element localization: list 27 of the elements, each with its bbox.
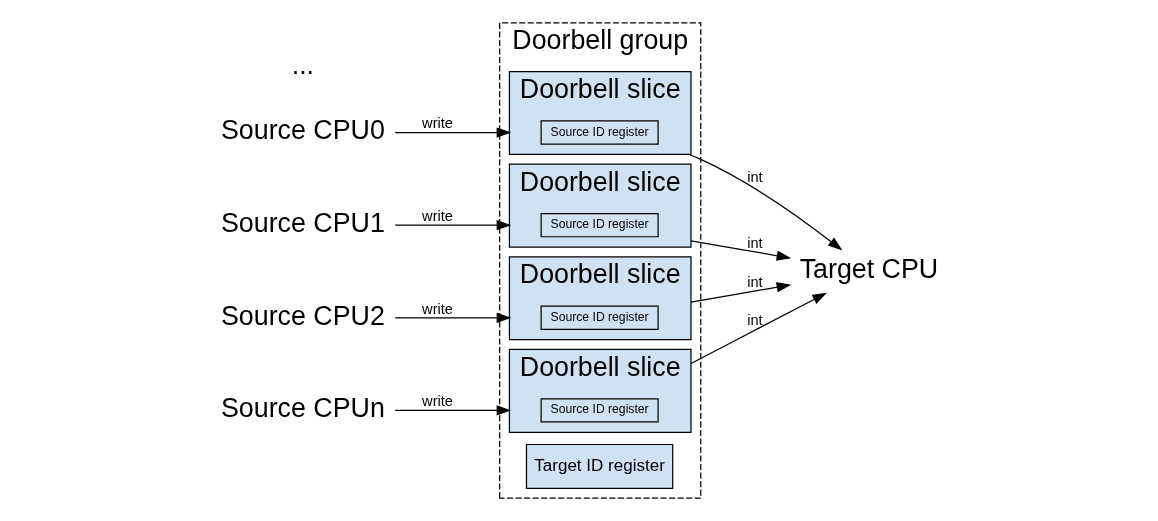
label: ... [291, 49, 314, 80]
arrow [394, 127, 511, 138]
arrow [687, 153, 842, 251]
node-text: Source CPU0 [220, 115, 385, 146]
node-box: Target ID register [525, 443, 673, 489]
edge-label: int [746, 169, 763, 186]
arrow [394, 220, 511, 231]
edge-label: write [421, 115, 453, 132]
arrow [394, 312, 511, 323]
node-text: Source CPU1 [220, 207, 385, 238]
node-box: Source ID register [540, 212, 659, 238]
edge-label: write [421, 393, 453, 410]
arrow [689, 282, 791, 303]
arrow [689, 292, 827, 365]
arrow [394, 405, 511, 416]
edge-label: write [421, 208, 453, 225]
node-text: Source CPU2 [220, 300, 385, 331]
edge-label: int [746, 273, 763, 290]
edge-label: int [746, 234, 763, 251]
node-text: Target CPU [799, 254, 938, 285]
node-text: Source CPUn [220, 393, 385, 424]
node-box: Source ID register [540, 305, 659, 330]
edge-label: write [421, 300, 453, 317]
node-box: Source ID register [540, 398, 659, 423]
edge-label: int [746, 311, 763, 328]
arrow [689, 240, 791, 261]
node-box: Source ID register [540, 120, 659, 145]
